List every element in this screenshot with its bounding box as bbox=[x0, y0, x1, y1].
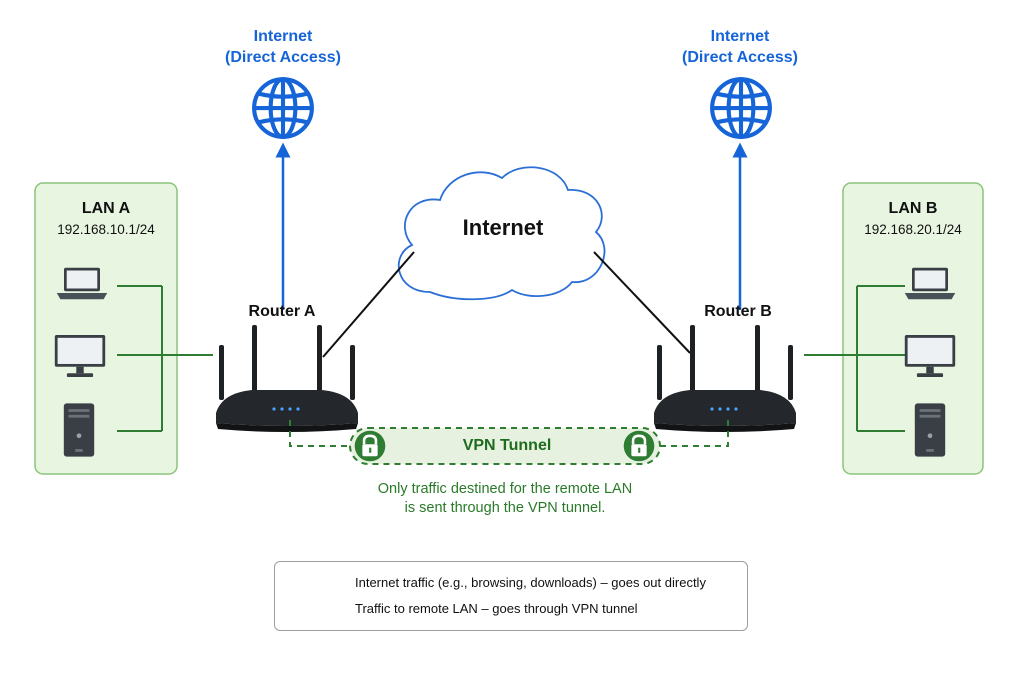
lock-icon bbox=[353, 429, 387, 463]
vpn-tunnel bbox=[349, 427, 661, 465]
lan-b-wiring bbox=[804, 285, 905, 432]
lan-b-title: LAN B bbox=[888, 200, 938, 217]
lan-a-wiring bbox=[117, 285, 213, 432]
legend-internet-traffic: Internet traffic (e.g., browsing, downlo… bbox=[355, 575, 706, 590]
legend-vpn-traffic: Traffic to remote LAN – goes through VPN… bbox=[355, 601, 638, 616]
vpn-dashed-path bbox=[289, 420, 729, 447]
router-b-label: Router B bbox=[704, 303, 772, 320]
globe-icon bbox=[712, 79, 770, 137]
laptop-icon bbox=[904, 267, 956, 300]
legend: Internet traffic (e.g., browsing, downlo… bbox=[274, 561, 748, 631]
lan-a-title: LAN A bbox=[81, 200, 131, 217]
vpn-note: Only traffic destined for the remote LAN… bbox=[377, 481, 633, 516]
lan-a-subnet: 192.168.10.1/24 bbox=[57, 222, 155, 237]
lock-icon bbox=[622, 429, 656, 463]
router-a-uplink bbox=[322, 251, 415, 358]
internet-right-line1: Internet bbox=[710, 28, 770, 45]
desktop-tower-icon bbox=[63, 403, 95, 457]
router-a-label: Router A bbox=[248, 303, 316, 320]
router-b-icon bbox=[654, 325, 796, 432]
internet-left-label: Internet (Direct Access) bbox=[193, 26, 373, 68]
laptop-icon bbox=[56, 267, 108, 300]
desktop-tower-icon bbox=[914, 403, 946, 457]
globe-icon bbox=[254, 79, 312, 137]
internet-right-label: Internet (Direct Access) bbox=[650, 26, 830, 68]
vpn-tunnel-label: VPN Tunnel bbox=[462, 437, 552, 454]
lan-b-subnet: 192.168.20.1/24 bbox=[864, 222, 962, 237]
internet-left-line2: (Direct Access) bbox=[225, 49, 341, 66]
cloud-label: Internet bbox=[462, 215, 544, 240]
lan-a-box bbox=[34, 182, 178, 475]
router-b-uplink bbox=[593, 251, 691, 354]
internet-cloud bbox=[397, 166, 606, 301]
internet-left-line1: Internet bbox=[253, 28, 313, 45]
lan-b-box bbox=[842, 182, 984, 475]
internet-right-line2: (Direct Access) bbox=[682, 49, 798, 66]
